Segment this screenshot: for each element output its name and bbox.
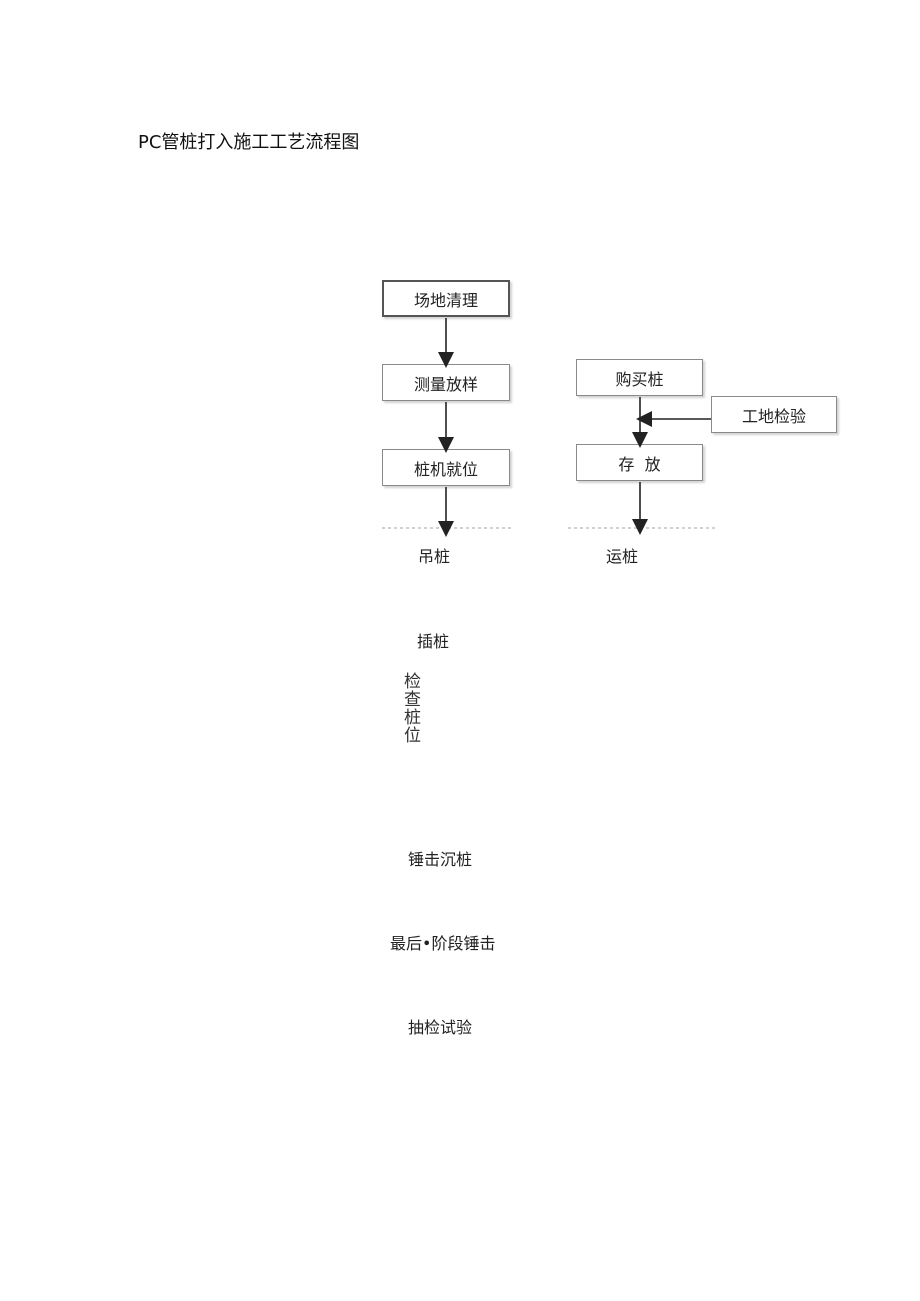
box-survey-layout: 测量放样 [382,364,510,401]
box-site-inspection: 工地检验 [711,396,837,433]
label-insert-pile: 插桩 [417,632,450,651]
box-site-clearing: 场地清理 [382,280,510,317]
page-title: PC管桩打入施工工艺流程图 [138,132,360,153]
box-site-clearing-label: 场地清理 [413,290,478,310]
label-sampling-test: 抽检试验 [408,1018,473,1037]
label-transport-pile: 运桩 [606,547,639,566]
label-hammer-driving: 锤击沉桩 [408,850,473,869]
label-check-pile-position: 检查桩位 [400,672,420,744]
label-final-stage-hammering: 最后•阶段锤击 [390,934,496,953]
label-lift-pile: 吊桩 [418,547,451,566]
box-storage: 存 放 [576,444,703,481]
box-pile-driver-positioning-label: 桩机就位 [413,459,478,479]
box-pile-driver-positioning: 桩机就位 [382,449,510,486]
box-site-inspection-label: 工地检验 [741,406,806,426]
box-storage-label: 存 放 [618,454,661,474]
box-purchase-pile-label: 购买桩 [615,369,664,389]
box-survey-layout-label: 测量放样 [413,374,478,394]
box-purchase-pile: 购买桩 [576,359,703,396]
